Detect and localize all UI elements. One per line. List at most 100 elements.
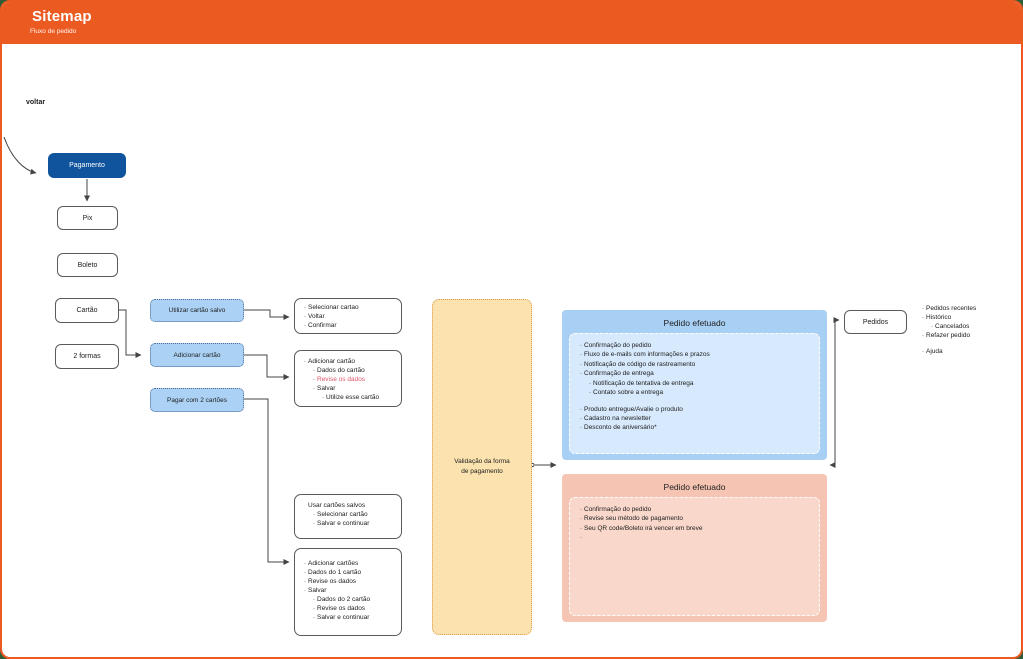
node-pedidos[interactable]: Pedidos: [844, 310, 907, 334]
bullet-glyph: ·: [303, 568, 307, 576]
list-item: ·Refazer pedido: [920, 332, 1020, 341]
bullet-glyph: ·: [579, 360, 583, 368]
list-box-usar-cartoes-salvos[interactable]: Usar cartões salvos·Selecionar cartão·Sa…: [294, 494, 402, 539]
node-pix[interactable]: Pix: [57, 206, 118, 230]
list-item: ·Contato sobre a entrega: [587, 388, 811, 397]
node-adicionar-cartao[interactable]: Adicionar cartão: [150, 343, 244, 367]
bullet-glyph: ·: [579, 424, 583, 432]
list-item: ·Dados do cartão: [311, 367, 396, 376]
node-2-formas-label: 2 formas: [73, 353, 101, 360]
list-item: ·Ajuda: [920, 348, 1020, 357]
list-box-cartao-salvo-steps[interactable]: ·Selecionar cartao·Voltar·Confirmar: [294, 298, 402, 334]
list-item-text: Histórico: [926, 313, 952, 321]
list-item-text: Cancelados: [935, 322, 970, 330]
list-item: ·Notificação de tentativa de entrega: [587, 379, 811, 388]
bullet-glyph: ·: [579, 405, 583, 413]
list-item: ·Voltar: [302, 313, 396, 322]
bullet-glyph: ·: [303, 586, 307, 594]
panel-success-list: ·Confirmação do pedido·Fluxo de e-mails …: [569, 333, 820, 454]
node-cartao[interactable]: Cartão: [55, 298, 119, 323]
node-pagar-com-2-cartoes[interactable]: Pagar com 2 cartões: [150, 388, 244, 412]
node-pagamento[interactable]: Pagamento: [48, 153, 126, 178]
bullet-glyph: ·: [579, 515, 583, 523]
bullet-glyph: ·: [921, 305, 925, 312]
connector-entry-curve: [3, 136, 37, 175]
node-pedidos-label: Pedidos: [862, 318, 889, 326]
panel-warning-title: Pedido efetuado: [663, 482, 726, 492]
bullet-glyph: ·: [312, 375, 316, 383]
bullet-glyph: ·: [579, 506, 583, 513]
node-cartao-label: Cartão: [76, 307, 98, 314]
list-item: ·Cadastro na newsletter: [578, 414, 811, 423]
list-item-text: Desconto de aniversário*: [584, 424, 657, 432]
list-item: ·Desconto de aniversário*: [578, 423, 811, 432]
pedidos-menu-list: ·Pedidos recentes·Histórico·Cancelados·R…: [920, 305, 1020, 357]
list-item: ·Cancelados: [929, 323, 1020, 332]
list-item-text: Dados do cartão: [317, 366, 365, 374]
validation-line2: de pagamento: [461, 468, 503, 475]
bullet-glyph: ·: [579, 524, 583, 532]
list-item-text: Notificação de código de rastreamento: [584, 360, 696, 368]
panel-pedido-efetuado-warning[interactable]: Pedido efetuado ·Confirmação do pedido·R…: [562, 474, 827, 622]
node-adicionar-cartao-label: Adicionar cartão: [173, 351, 221, 359]
node-2-formas[interactable]: 2 formas: [55, 344, 119, 369]
panel-pedido-efetuado-success[interactable]: Pedido efetuado ·Confirmação do pedido·F…: [562, 310, 827, 460]
list-item-text: Revise seu método de pagamento: [584, 515, 684, 523]
bullet-glyph: ·: [579, 342, 583, 349]
validation-box[interactable]: Validação da forma de pagamento: [432, 299, 532, 635]
list-item-text: Refazer pedido: [926, 331, 971, 339]
bullet-glyph: ·: [303, 312, 307, 320]
bullet-glyph: ·: [312, 510, 316, 518]
list-item-text: Cadastro na newsletter: [584, 414, 651, 422]
bullet-glyph: ·: [312, 595, 316, 603]
list-item-text: Revise os dados: [308, 577, 357, 585]
node-pagamento-label: Pagamento: [69, 162, 105, 169]
list-box-adicionar-cartao-steps[interactable]: ·Adicionar cartão·Dados do cartão·Revise…: [294, 350, 402, 407]
bullet-glyph: ·: [579, 534, 583, 542]
bullet-glyph: ·: [312, 604, 316, 612]
list-item-text: Pedidos recentes: [926, 305, 977, 312]
list-item-text: Salvar: [308, 586, 327, 594]
page-title: Sitemap: [32, 8, 92, 25]
list-item: ·Revise os dados: [302, 578, 396, 587]
list-item: ·Selecionar cartão: [311, 511, 396, 520]
list-item-text: Selecionar cartão: [317, 510, 368, 518]
bullet-glyph: ·: [312, 613, 316, 621]
node-utilizar-cartao-salvo[interactable]: Utilizar cartão salvo: [150, 299, 244, 322]
bullet-glyph: ·: [312, 366, 316, 374]
page-header: Sitemap Fluxo de pedido: [2, 2, 1021, 44]
list-item-text: Salvar e continuar: [317, 519, 370, 527]
bullet-glyph: ·: [930, 322, 934, 330]
bullet-glyph: ·: [303, 321, 307, 329]
bullet-glyph: ·: [579, 414, 583, 422]
list-item: ·Utilize esse cartão: [320, 394, 396, 403]
list-item-text: Notificação de tentativa de entrega: [593, 379, 694, 387]
node-boleto[interactable]: Boleto: [57, 253, 118, 277]
list-item-text: Revise os dados: [317, 604, 366, 612]
list-item: ·Salvar e continuar: [311, 520, 396, 529]
bullet-glyph: ·: [588, 389, 592, 397]
list-item-text: Confirmação do pedido: [584, 506, 652, 513]
list-item-text: Voltar: [308, 312, 325, 320]
list-item-text: Dados do 1 cartão: [308, 568, 362, 576]
list-item: ·Histórico: [920, 314, 1020, 323]
back-link[interactable]: voltar: [26, 99, 46, 106]
list-box-adicionar-cartoes[interactable]: ·Adicionar cartões·Dados do 1 cartão·Rev…: [294, 548, 402, 636]
list-item-text: Adicionar cartões: [308, 560, 359, 567]
list-item: ·Confirmação de entrega: [578, 369, 811, 378]
bullet-glyph: ·: [303, 560, 307, 567]
list-item-text: Utilize esse cartão: [326, 393, 380, 401]
list-item: ·Confirmar: [302, 322, 396, 331]
list-item: ·Revise os dados: [311, 605, 396, 614]
list-item-text: Ajuda: [926, 347, 943, 355]
list-item-text: Produto entregue/Avalie o produto: [584, 405, 683, 413]
list-item: ·Fluxo de e-mails com informações e praz…: [578, 350, 811, 359]
page-subtitle: Fluxo de pedido: [30, 28, 77, 35]
node-pix-label: Pix: [82, 214, 93, 222]
list-item-text: Selecionar cartao: [308, 304, 359, 311]
bullet-glyph: ·: [921, 347, 925, 355]
bullet-glyph: ·: [303, 577, 307, 585]
list-item-text: Confirmar: [308, 321, 337, 329]
bullet-glyph: ·: [312, 384, 316, 392]
